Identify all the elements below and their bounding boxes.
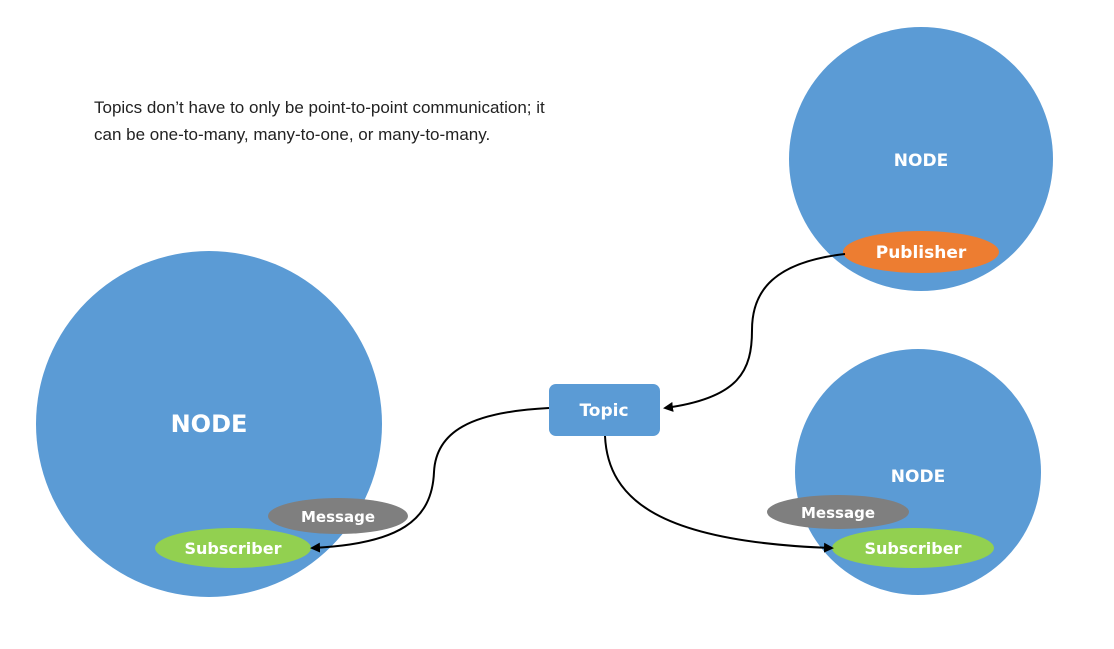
subscriber-pill-left <box>155 528 311 568</box>
caption-text: Topics don’t have to only be point-to-po… <box>94 94 674 148</box>
node-left-label: NODE <box>171 410 248 438</box>
node-top-right: NODE Publisher <box>789 27 1053 291</box>
node-left: NODE Message Subscriber <box>36 251 408 597</box>
node-bottom-right-label: NODE <box>891 467 945 487</box>
subscriber-pill-right <box>832 528 994 568</box>
message-label-right: Message <box>801 504 875 522</box>
node-bottom-right: NODE Message Subscriber <box>767 349 1041 595</box>
publisher-label: Publisher <box>876 243 967 263</box>
caption-line-2: can be one-to-many, many-to-one, or many… <box>94 125 491 144</box>
subscriber-label-left: Subscriber <box>185 539 282 558</box>
caption-line-1: Topics don’t have to only be point-to-po… <box>94 98 545 117</box>
topic-label: Topic <box>579 401 628 421</box>
topic-box: Topic <box>549 384 660 436</box>
topic-to-left-subscriber-arrow <box>310 407 550 553</box>
node-top-right-label: NODE <box>894 151 948 171</box>
publisher-pill <box>843 231 999 273</box>
subscriber-label-right: Subscriber <box>865 539 962 558</box>
message-pill-left <box>268 498 408 534</box>
topic-to-right-subscriber-arrow <box>604 435 834 553</box>
publisher-to-topic-arrow <box>663 253 846 412</box>
node-bottom-right-circle <box>795 349 1041 595</box>
message-pill-right <box>767 495 909 529</box>
node-top-right-circle <box>789 27 1053 291</box>
topic-rect <box>549 384 660 436</box>
message-label-left: Message <box>301 508 375 526</box>
